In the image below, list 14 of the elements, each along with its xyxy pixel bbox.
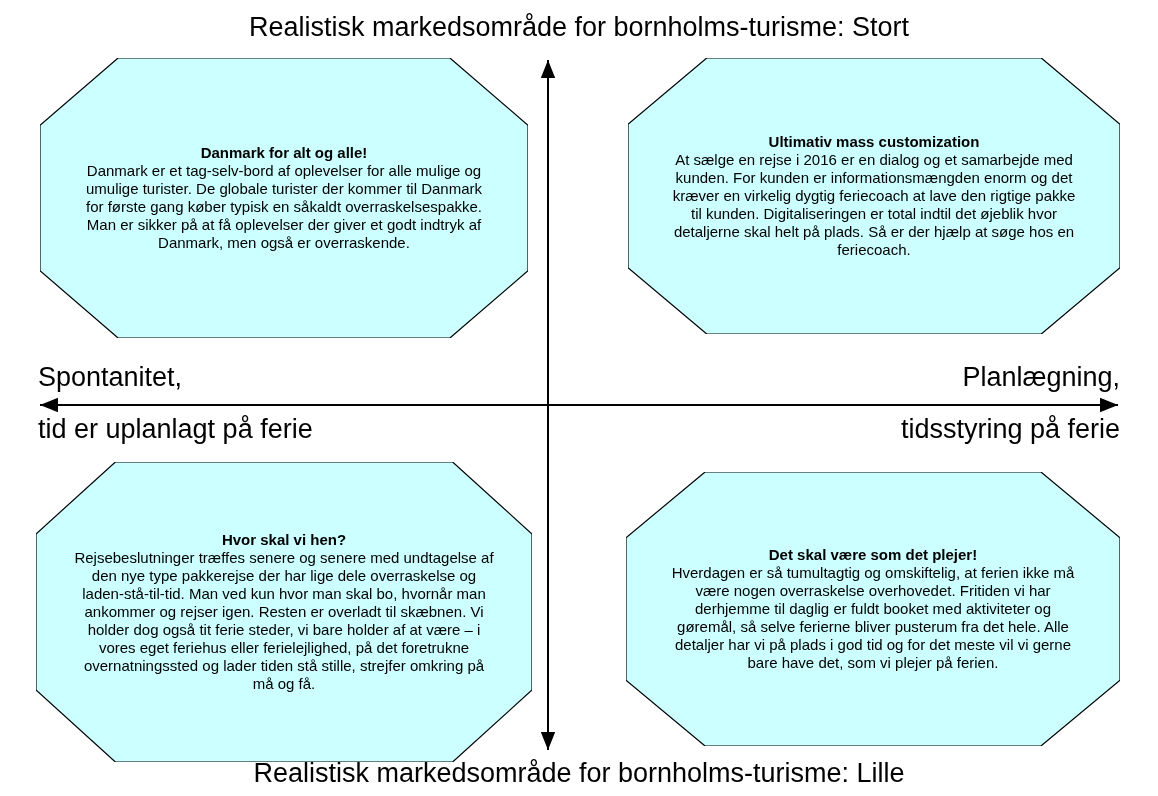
axis-label: Realistisk markedsområde for bornholms-turisme: Lille [253, 758, 905, 789]
axis-label: Realistisk markedsområde for bornholms-turisme: Stort [248, 12, 910, 43]
description-text: At sælge en rejse i 2016 er en dialog og et samarbejde med kunden. For kunden er informationsmængden enorm og det kræver en virkelig dygtig feriecoach at lave den rigtige pakke til kunden. Digitaliseringen er total indtil det øjeblik hvor detaljerne skal helt på plads. Så er der hjælp at søge hos en feriecoach. [671, 151, 1077, 259]
description-text: Danmark er et tag-selv-bord af oplevelser for alle mulige og umulige turister. De globale turister der kommer til Danmark for første gang køber typisk en såkaldt overraskelsespakke. Man er sikker på at få oplevelser der giver et godt indtryk af Danmark, men også er overraskende. [85, 162, 483, 252]
description-text: Hverdagen er så tumultagtig og omskiftelig, at ferien ikke må være nogen overraskelse overhovedet. Fritiden vi har derhjemme til daglig er fuldt booket med aktiviteter og gøremål, så selve ferierne bliver pusterum fra det hele. Alle detaljer har vi på plads i god tid og for det meste vil vi gerne bare have det, som vi plejer på ferien. [670, 564, 1076, 672]
heading: Ultimativ mass customization [768, 133, 980, 151]
axis-label: tid er uplanlagt på ferie [38, 414, 313, 445]
heading: Hvor skal vi hen? [221, 531, 347, 549]
description-text: Rejsebeslutninger træffes senere og senere med undtagelse af den nye type pakkerejse der har lige dele overraskelse og laden-stå-til-tid. Man ved kun hvor man skal bo, hvornår man ankommer og rejser igen. Resten er overladt til skæbnen. Vi holder dog også tit ferie steder, vi bare holder af at være – i vores eget feriehus eller ferielejlighed, på det foretrukne overnatningssted og lader tiden stå stille, strejfer omkring på må og få. [74, 549, 494, 693]
axis-label: tidsstyring på ferie [900, 414, 1120, 445]
heading: Danmark for alt og alle! [200, 144, 368, 162]
heading: Det skal være som det plejer! [768, 546, 978, 564]
axis-label: Spontanitet, [38, 362, 183, 393]
axis-label: Planlægning, [962, 362, 1120, 393]
